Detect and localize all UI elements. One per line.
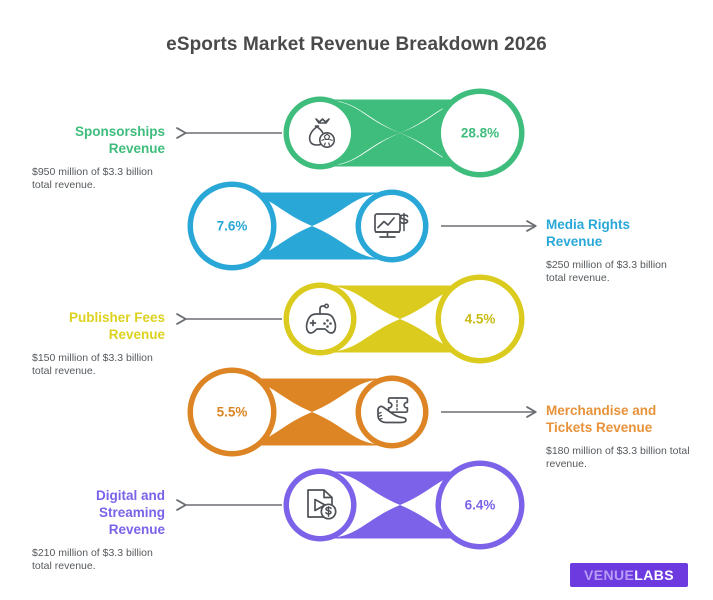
percent-circle-inner-digital-streaming <box>441 466 519 544</box>
icon-circle-inner-sponsorships <box>289 102 351 164</box>
connector-hourglass-sponsorships <box>320 99 480 167</box>
percent-label-digital-streaming: 6.4% <box>464 497 496 513</box>
label-title-line1-sponsorships: Sponsorships <box>74 124 165 139</box>
percent-label-media-rights: 7.6% <box>216 218 248 234</box>
label-block-merchandise-tickets: Merchandise and Tickets Revenue $180 mil… <box>546 402 691 471</box>
label-title-publisher-fees: Publisher Fees Revenue <box>32 309 165 343</box>
label-block-publisher-fees: Publisher Fees Revenue $150 million of $… <box>32 309 165 378</box>
label-title-line1-merchandise-tickets: Merchandise and <box>546 403 657 418</box>
label-title-sponsorships: Sponsorships Revenue <box>32 123 165 157</box>
row-group-digital-streaming <box>176 460 525 550</box>
percent-circle-inner-sponsorships <box>441 94 519 172</box>
page-title: eSports Market Revenue Breakdown 2026 <box>166 34 547 55</box>
label-title-line1-digital-streaming: Digital and <box>95 488 165 503</box>
logo-text-labs: LABS <box>634 567 674 583</box>
label-title-media-rights: Media Rights Revenue <box>546 216 686 250</box>
percent-label-publisher-fees: 4.5% <box>464 311 496 327</box>
label-title-line2-sponsorships: Revenue <box>108 141 165 156</box>
icon-circle-inner-publisher-fees <box>289 288 351 350</box>
row-group-merchandise-tickets <box>187 367 537 457</box>
percent-label-sponsorships: 28.8% <box>460 125 500 141</box>
label-title-line2-media-rights: Revenue <box>546 234 603 249</box>
percent-circle-inner-merchandise-tickets <box>193 373 271 451</box>
row-group-sponsorships <box>176 88 525 178</box>
percent-circle-inner-media-rights <box>193 187 271 265</box>
label-subtitle-media-rights: $250 million of $3.3 billion total reven… <box>546 259 667 284</box>
label-subtitle-sponsorships: $950 million of $3.3 billion total reven… <box>32 166 153 191</box>
label-title-line2-digital-streaming: Streaming <box>98 505 165 520</box>
percent-label-merchandise-tickets: 5.5% <box>216 404 248 420</box>
label-title-line2-merchandise-tickets: Tickets Revenue <box>546 420 653 435</box>
label-title-merchandise-tickets: Merchandise and Tickets Revenue <box>546 402 691 436</box>
label-subtitle-publisher-fees: $150 million of $3.3 billion total reven… <box>32 352 153 377</box>
connector-hourglass-publisher-fees <box>320 285 480 353</box>
connector-hourglass-digital-streaming <box>320 471 480 539</box>
connector-hourglass-merchandise-tickets <box>232 378 392 446</box>
label-title-digital-streaming: Digital and Streaming Revenue <box>32 487 165 538</box>
icon-circle-inner-digital-streaming <box>289 474 351 536</box>
label-subtitle-digital-streaming: $210 million of $3.3 billion total reven… <box>32 547 153 572</box>
label-subtitle-merchandise-tickets: $180 million of $3.3 billion total reven… <box>546 445 690 470</box>
logo-text-venue: VENUE <box>584 567 635 583</box>
label-block-digital-streaming: Digital and Streaming Revenue $210 milli… <box>32 487 165 573</box>
label-title-line1-publisher-fees: Publisher Fees <box>68 310 165 325</box>
label-title-line1-media-rights: Media Rights <box>546 217 631 232</box>
icon-circle-inner-media-rights <box>361 195 423 257</box>
label-title-line2-publisher-fees: Revenue <box>108 327 165 342</box>
label-title-line3-digital-streaming: Revenue <box>108 522 165 537</box>
row-group-publisher-fees <box>176 274 525 364</box>
label-block-media-rights: Media Rights Revenue $250 million of $3.… <box>546 216 686 285</box>
label-block-sponsorships: Sponsorships Revenue $950 million of $3.… <box>32 123 165 192</box>
row-group-media-rights <box>187 181 537 271</box>
percent-circle-inner-publisher-fees <box>441 280 519 358</box>
connector-hourglass-media-rights <box>232 192 392 260</box>
